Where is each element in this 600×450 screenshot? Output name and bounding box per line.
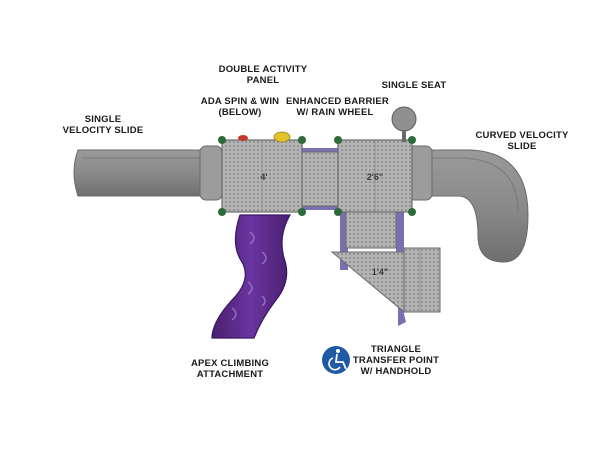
frame-rail-top <box>300 148 340 154</box>
enhanced-barrier <box>301 151 339 207</box>
label-apex-climbing: APEX CLIMBING ATTACHMENT <box>190 358 270 380</box>
label-single-velocity-slide: SINGLE VELOCITY SLIDE <box>62 114 144 136</box>
deck-right <box>337 139 413 213</box>
curved-velocity-slide <box>407 145 529 263</box>
deck-step <box>345 211 397 249</box>
label-single-seat: SINGLE SEAT <box>381 80 447 91</box>
deck-right-dimension: 2'6" <box>367 172 383 182</box>
frame-rail-bottom <box>300 204 340 210</box>
deck-left <box>221 139 303 213</box>
apex-climbing-attachment <box>211 214 292 339</box>
transfer-rail-right <box>396 212 404 270</box>
label-curved-velocity-slide: CURVED VELOCITY SLIDE <box>475 130 569 152</box>
label-double-activity-panel: DOUBLE ACTIVITY PANEL <box>218 64 308 86</box>
deck-left-dimension: 4' <box>260 172 267 182</box>
single-seat <box>391 106 417 142</box>
wheelchair-accessibility-icon <box>322 346 350 374</box>
label-enhanced-barrier: ENHANCED BARRIER W/ RAIN WHEEL <box>286 96 389 118</box>
label-triangle-transfer: TRIANGLE TRANSFER POINT W/ HANDHOLD <box>352 344 440 377</box>
transfer-dimension: 1'4" <box>372 267 388 277</box>
transfer-rail-left <box>340 212 348 270</box>
label-ada-spin-win: ADA SPIN & WIN (BELOW) <box>200 96 280 118</box>
posts <box>218 136 416 216</box>
single-velocity-slide <box>73 145 223 201</box>
double-activity-panel <box>238 131 291 143</box>
triangle-transfer-point <box>330 247 441 314</box>
